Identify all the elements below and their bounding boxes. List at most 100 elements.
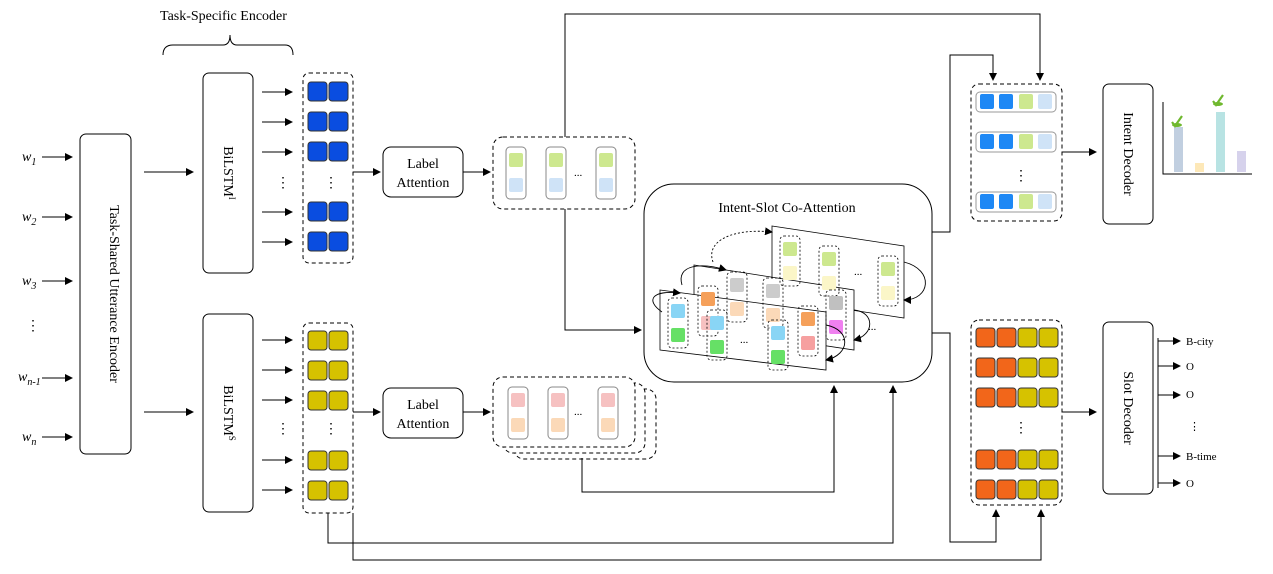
coattention-card	[767, 319, 789, 371]
word-dots: ⋮	[26, 319, 40, 334]
label-cell	[511, 393, 525, 407]
label-cell	[509, 178, 523, 192]
intent-fused-cell	[999, 134, 1013, 149]
coattention-cell	[829, 296, 843, 310]
label-cell	[549, 178, 563, 192]
coattention-cells	[667, 235, 899, 371]
slot-fused-cell	[996, 449, 1017, 470]
slot-fused-cell	[1017, 387, 1038, 408]
bilstm-slot-label: BiLSTMS	[220, 385, 237, 441]
slot-hidden-cell	[328, 330, 349, 351]
label-cell	[551, 418, 565, 432]
slot-fused-cell	[1017, 327, 1038, 348]
coattention-card	[825, 289, 847, 341]
intent-fused-cell	[1019, 194, 1033, 209]
slot-fused-cell	[996, 357, 1017, 378]
connections	[327, 13, 1097, 561]
intent-fused-cell	[1019, 94, 1033, 109]
intent-fused-cell	[1038, 94, 1052, 109]
task-specific-encoder-title: Task-Specific Encoder	[160, 9, 287, 24]
intent-hidden-dots: ⋮	[324, 176, 338, 191]
bilstm-intent-arrow-dots: ⋮	[276, 176, 290, 191]
intent-fused-dots: ⋮	[1014, 169, 1028, 184]
coattention-cell	[701, 292, 715, 306]
slot-hidden-cell	[328, 480, 349, 501]
label-attention-bottom-line2: Attention	[397, 417, 450, 432]
slot-output-4: B-time	[1186, 451, 1217, 463]
intent-hidden-cell	[328, 111, 349, 132]
intent-decoder-box	[1102, 83, 1154, 225]
slot-output-1: O	[1186, 361, 1194, 373]
label-cell	[509, 153, 523, 167]
slot-output-2: O	[1186, 389, 1194, 401]
slot-fused-cell	[1017, 357, 1038, 378]
slot-hidden-cell	[307, 390, 328, 411]
slot-label-ellipsis: ...	[574, 406, 583, 418]
intent-hidden-states-frame	[302, 72, 354, 264]
label-cell	[599, 153, 613, 167]
coattention-card	[667, 297, 689, 349]
slot-fused-cell	[1038, 327, 1059, 348]
bilstm-intent-box	[202, 72, 254, 274]
slot-fused-cell	[996, 479, 1017, 500]
slot-fused-cell	[975, 479, 996, 500]
intent-fused-cell	[1038, 134, 1052, 149]
slot-fused-dots: ⋮	[1014, 421, 1028, 436]
label-attention-top-line2: Attention	[397, 176, 450, 191]
slot-fused-cell	[996, 387, 1017, 408]
label-cell	[599, 178, 613, 192]
slot-fused-cell	[975, 387, 996, 408]
coattention-cell	[801, 336, 815, 350]
intent-hidden-cell	[307, 81, 328, 102]
coattention-cell	[766, 284, 780, 298]
coattention-cell	[822, 252, 836, 266]
label-cell	[551, 393, 565, 407]
intent-decoder-label: Intent Decoder	[1120, 112, 1135, 196]
coattention-loop-arrows	[652, 227, 926, 363]
intent-chart-bar	[1237, 151, 1246, 172]
slot-fused-frame	[970, 319, 1063, 506]
slot-fused-cell	[1038, 479, 1059, 500]
task-shared-encoder-label: Task-Shared Utterance Encoder	[106, 205, 121, 383]
coattention-cell	[671, 304, 685, 318]
intent-label-cards	[505, 146, 617, 200]
coattention-mid-ellipsis: ...	[868, 321, 877, 333]
intent-chart-axes	[1162, 102, 1252, 175]
intent-chart-bar	[1195, 163, 1204, 172]
slot-output-arrows	[1157, 337, 1181, 488]
coattention-cell	[766, 308, 780, 322]
word-w1: w1	[22, 150, 36, 168]
slot-fused-cell	[975, 357, 996, 378]
label-cell	[601, 418, 615, 432]
slot-hidden-cell	[328, 390, 349, 411]
label-cell	[511, 418, 525, 432]
coattention-front-ellipsis: ...	[740, 334, 749, 346]
slot-hidden-cell	[307, 360, 328, 381]
slot-output-3: ⋮	[1189, 421, 1200, 433]
coattention-title: Intent-Slot Co-Attention	[718, 201, 855, 216]
slot-fused-cell	[996, 327, 1017, 348]
intent-label-ellipsis: ...	[574, 167, 583, 179]
intent-hidden-cell	[328, 141, 349, 162]
coattention-card	[797, 305, 819, 357]
intent-fused-cell	[1019, 134, 1033, 149]
intent-hidden-cell	[307, 111, 328, 132]
slot-fused-cell	[1017, 449, 1038, 470]
bilstm-intent-label: BiLSTMI	[220, 146, 237, 200]
check-icon	[1171, 115, 1183, 128]
intent-fused-cell	[999, 194, 1013, 209]
slot-fused-cell	[1017, 479, 1038, 500]
coattention-cell	[730, 278, 744, 292]
coattention-card	[779, 235, 801, 287]
slot-fused-rows	[975, 327, 1059, 500]
slot-hidden-cell	[328, 450, 349, 471]
hidden-state-cells	[307, 81, 349, 501]
intent-label-output-frame	[492, 136, 636, 210]
intent-chart-bars	[1174, 112, 1246, 172]
coattention-cell	[822, 276, 836, 290]
slot-fused-cell	[1038, 449, 1059, 470]
check-icon	[1212, 94, 1224, 107]
intent-hidden-cell	[307, 201, 328, 222]
coattention-cell	[710, 340, 724, 354]
intent-chart-bar	[1216, 112, 1225, 172]
